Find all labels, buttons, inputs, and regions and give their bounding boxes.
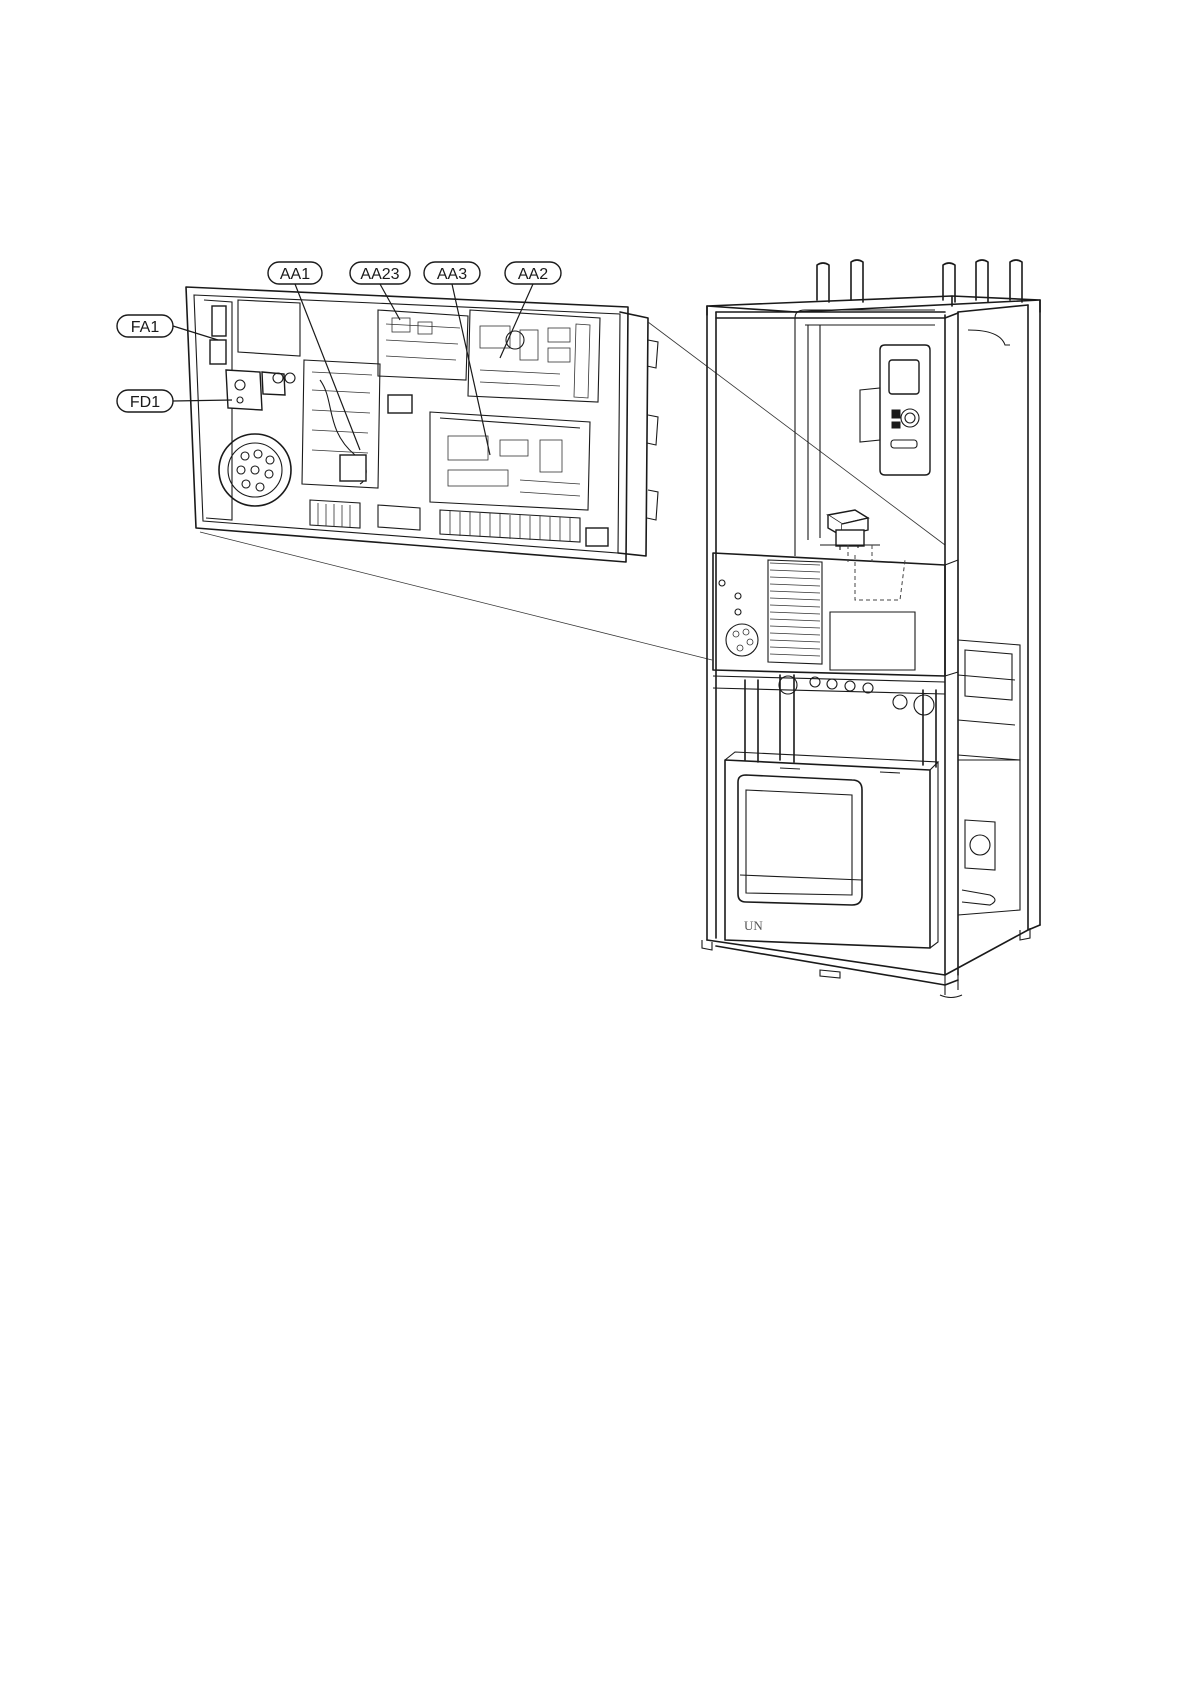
control-display	[860, 345, 930, 475]
electrical-panel	[186, 287, 658, 562]
callout-aa2-label: AA2	[518, 266, 548, 283]
heat-pump-unit: UN	[702, 260, 1040, 998]
callout-fd1: FD1	[117, 390, 232, 412]
unit-marking: UN	[744, 918, 763, 933]
callout-aa23-label: AA23	[360, 266, 399, 283]
valve-motor	[820, 510, 880, 550]
connection-pipes	[713, 675, 945, 767]
callout-aa1-label: AA1	[280, 266, 310, 283]
callout-aa3-label: AA3	[437, 266, 467, 283]
callouts: AA1 AA23 AA3 AA2 FA1 FD1	[117, 262, 561, 455]
callout-aa1: AA1	[268, 262, 360, 450]
callout-fa1: FA1	[117, 315, 218, 340]
callout-fd1-label: FD1	[130, 394, 160, 411]
terminal-strip	[310, 500, 608, 546]
electrical-box	[713, 545, 958, 676]
top-pipes	[817, 260, 1022, 302]
callout-fa1-label: FA1	[131, 319, 160, 336]
projection-lines	[200, 322, 945, 660]
